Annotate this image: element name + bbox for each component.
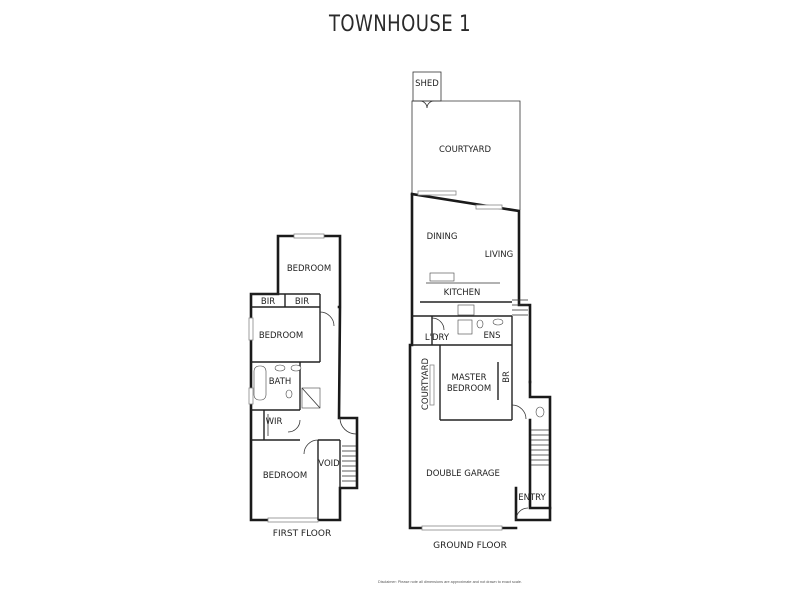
room-label-bir-left: BIR [261,297,275,307]
room-label-master-line2: BEDROOM [447,384,491,394]
room-label-void: VOID [318,459,340,469]
kitchen-sink [429,272,455,282]
room-label-shed: SHED [415,79,439,89]
window [248,317,254,341]
room-label-living: LIVING [485,250,514,260]
room-label-bath: BATH [269,377,292,387]
garage-door [421,525,503,531]
toilet [285,389,293,399]
toilet-ground [476,319,484,329]
toilet-powder [535,406,545,418]
ground-floor-plan [408,71,552,531]
first-floor-plan [248,233,359,523]
room-label-laundry: L'DRY [425,333,450,343]
window [417,190,457,196]
room-label-bedroom-middle: BEDROOM [259,331,303,341]
floor-label-first: FIRST FLOOR [273,529,331,539]
plan-title: TOWNHOUSE 1 [328,12,472,37]
room-label-master-line1: MASTER [451,373,486,383]
basin [274,364,286,372]
window [429,364,435,406]
room-label-kitchen: KITCHEN [444,288,481,298]
disclaimer-text: Disclaimer: Please note all dimensions a… [378,580,522,584]
room-label-entry: ENTRY [518,493,546,503]
stairs-first-floor [339,417,357,482]
sliding-door [475,204,503,210]
bathtub [253,365,267,401]
room-label-dining: DINING [427,232,458,242]
room-label-bir-right: BIR [295,297,309,307]
window [293,233,325,239]
room-label-bedroom-bottom: BEDROOM [263,471,307,481]
shed-outline [412,71,442,102]
room-label-bedroom-top: BEDROOM [287,264,331,274]
window [267,517,319,523]
floor-label-ground: GROUND FLOOR [433,541,507,551]
room-label-ensuite: ENS [483,331,500,341]
window [248,387,254,405]
room-label-wir: WIR [266,417,283,427]
basin [290,364,302,372]
stairs-entry [531,429,549,466]
cooktop [457,304,475,316]
basin-ground [492,318,504,326]
room-label-double-garage: DOUBLE GARAGE [426,469,500,479]
shower-ground [457,319,473,335]
room-label-courtyard: COURTYARD [439,145,492,155]
room-label-courtyard-side: COURTYARD [421,357,431,410]
room-label-br: BR [502,371,512,383]
stairs-ground-floor [512,299,528,316]
